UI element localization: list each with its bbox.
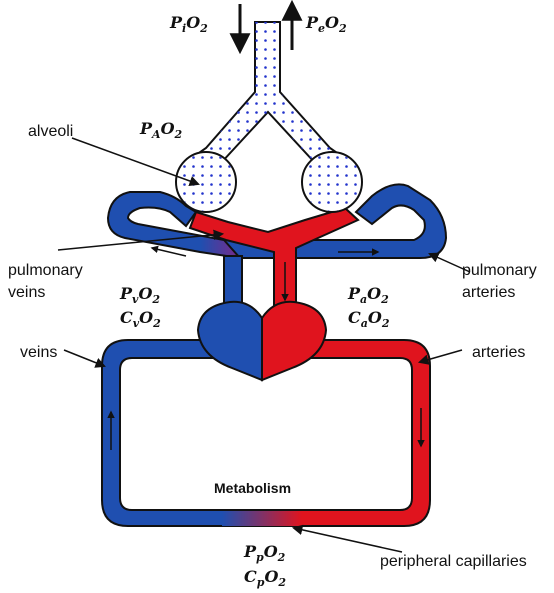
label-peripheral-capillaries: peripheral capillaries (380, 553, 527, 570)
label-arteries: arteries (472, 344, 525, 361)
lungs (176, 22, 362, 212)
math-peripheral-p: PpO2 (243, 542, 286, 564)
label-alveoli: alveoli (28, 123, 73, 140)
math-expired: PeO2 (305, 13, 347, 35)
label-pulmonary-arteries-1: pulmonary (462, 262, 537, 279)
alveolus-left-dots (177, 153, 235, 211)
math-venous-p: PvO2 (119, 284, 160, 306)
label-pulmonary-arteries-2: arteries (462, 284, 515, 301)
alveoli-pointer (72, 138, 198, 184)
capillaries-pointer (294, 528, 402, 552)
label-veins: veins (20, 344, 57, 361)
label-metabolism: Metabolism (214, 480, 291, 496)
label-pulmonary-veins-1: pulmonary (8, 262, 83, 279)
vena-into-heart (224, 256, 242, 308)
math-inspired: PiO2 (169, 13, 208, 35)
math-venous-c: CvO2 (120, 308, 161, 330)
math-arterial-c: CaO2 (348, 308, 390, 330)
label-pulmonary-veins-2: veins (8, 284, 45, 301)
math-alveolar: PAO2 (139, 119, 183, 141)
veins-pointer (64, 350, 104, 366)
pulmonary-circuit (108, 184, 446, 310)
alveolus-right-dots (303, 153, 361, 211)
math-peripheral-c: CpO2 (244, 567, 286, 589)
math-arterial-p: PaO2 (347, 284, 389, 306)
